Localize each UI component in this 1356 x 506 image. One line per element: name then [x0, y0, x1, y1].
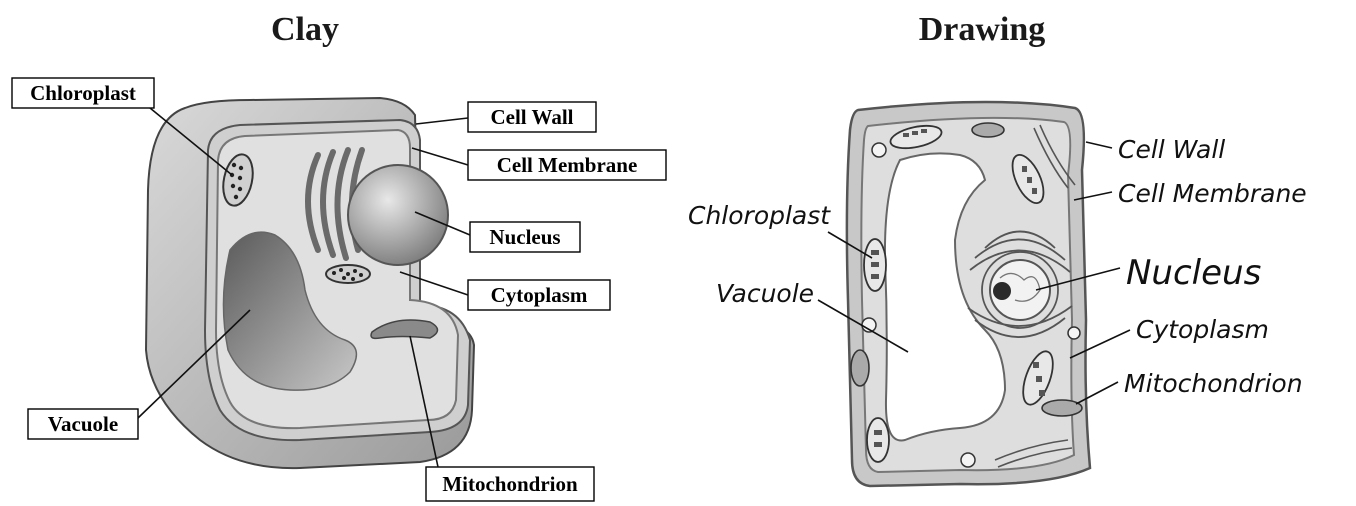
- svg-text:Cytoplasm: Cytoplasm: [491, 283, 588, 307]
- drawing-label-cell-wall: Cell Wall: [1118, 135, 1225, 164]
- drawing-label-cell-membrane: Cell Membrane: [1118, 179, 1307, 208]
- svg-text:Cell Membrane: Cell Membrane: [497, 153, 638, 177]
- drawing-label-cytoplasm: Cytoplasm: [1136, 315, 1269, 344]
- clay-label-cytoplasm: Cytoplasm: [468, 280, 610, 310]
- clay-label-mitochondrion: Mitochondrion: [426, 467, 594, 501]
- clay-label-cell-membrane: Cell Membrane: [468, 150, 666, 180]
- svg-text:Chloroplast: Chloroplast: [30, 81, 136, 105]
- svg-text:Vacuole: Vacuole: [48, 412, 118, 436]
- svg-text:Nucleus: Nucleus: [489, 225, 560, 249]
- svg-text:Mitochondrion: Mitochondrion: [442, 472, 578, 496]
- drawing-label-chloroplast: Chloroplast: [688, 201, 831, 230]
- clay-cell-model: [146, 98, 474, 468]
- drawing-label-mitochondrion: Mitochondrion: [1124, 369, 1303, 398]
- clay-label-nucleus: Nucleus: [470, 222, 580, 252]
- clay-label-chloroplast: Chloroplast: [12, 78, 154, 108]
- clay-title: Clay: [271, 11, 339, 48]
- drawing-label-vacuole: Vacuole: [716, 279, 814, 308]
- clay-label-vacuole: Vacuole: [28, 409, 138, 439]
- drawing-cell: [847, 102, 1090, 486]
- clay-label-cell-wall: Cell Wall: [468, 102, 596, 132]
- svg-text:Cell Wall: Cell Wall: [490, 105, 573, 129]
- drawing-title: Drawing: [919, 11, 1046, 48]
- drawing-label-nucleus: Nucleus: [1126, 253, 1261, 293]
